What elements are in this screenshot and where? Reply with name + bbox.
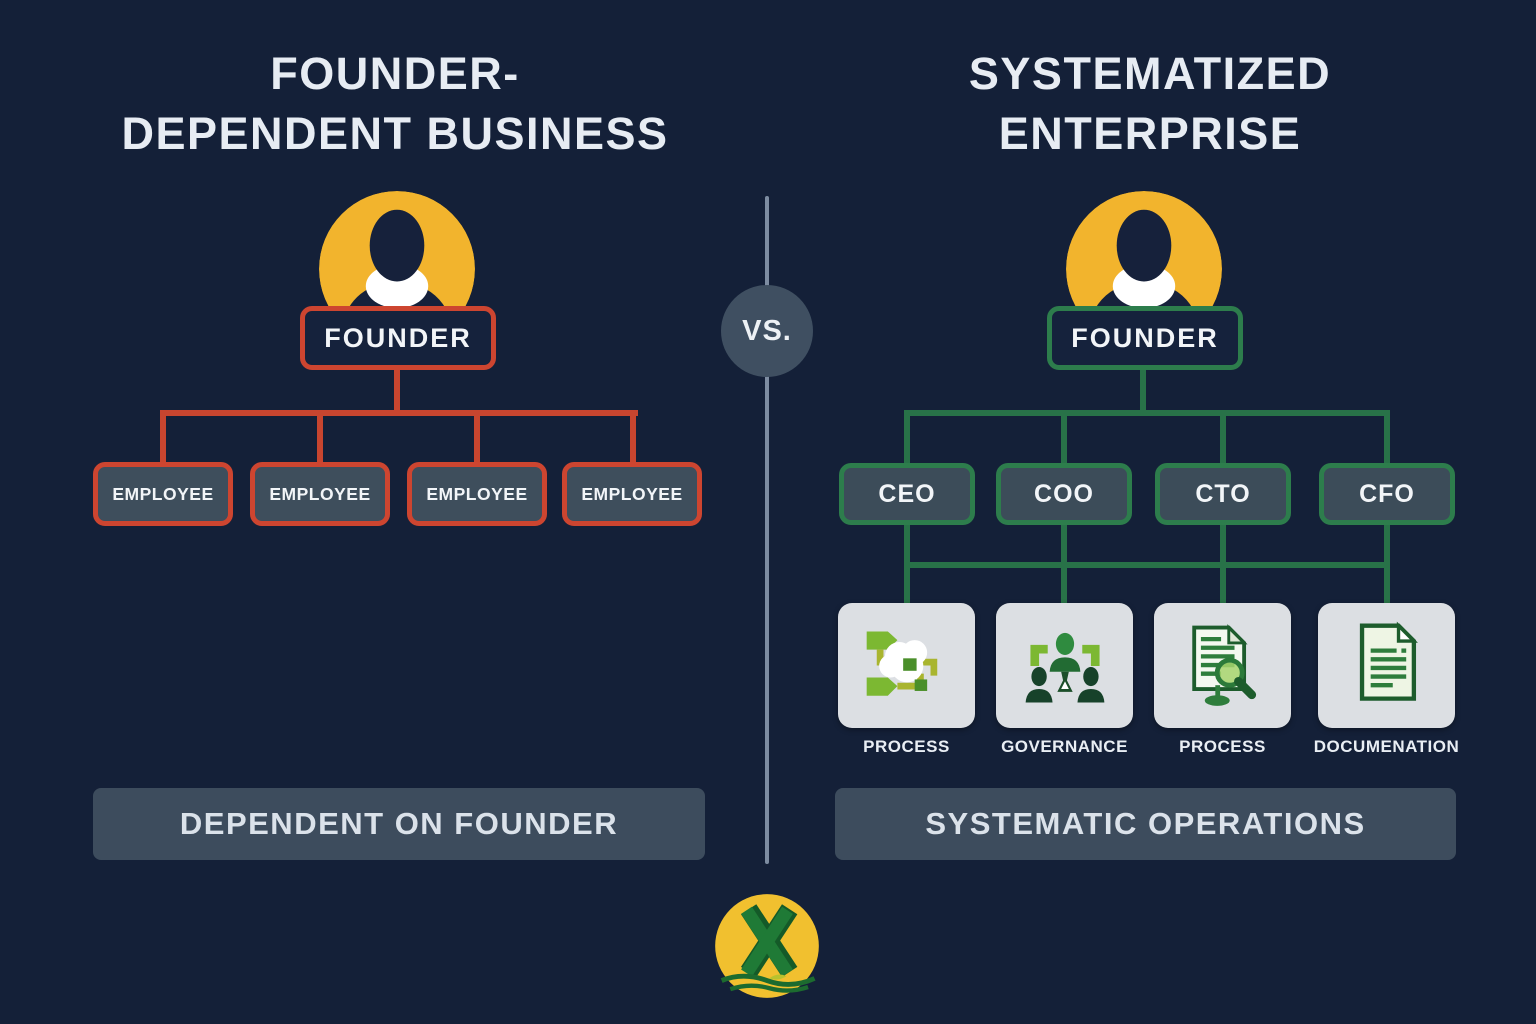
left-title-line1: FOUNDER- bbox=[270, 48, 520, 99]
vs-badge: VS. bbox=[721, 285, 813, 377]
connector-line bbox=[1061, 412, 1067, 466]
employee-node: EMPLOYEE bbox=[250, 462, 390, 526]
connector-line bbox=[160, 410, 638, 416]
employee-node: EMPLOYEE bbox=[562, 462, 702, 526]
tile-label-governance: GOVERNANCE bbox=[1001, 737, 1128, 756]
system-tile-process-audit bbox=[1154, 603, 1291, 728]
connector-line bbox=[904, 412, 910, 466]
connector-line bbox=[904, 410, 1390, 416]
document-magnifier-icon bbox=[1191, 623, 1256, 706]
employee-node: EMPLOYEE bbox=[407, 462, 547, 526]
connector-line bbox=[394, 368, 400, 416]
connector-line bbox=[630, 412, 636, 466]
right-title-line2: ENTERPRISE bbox=[998, 108, 1302, 159]
connector-line bbox=[160, 412, 166, 466]
document-icon bbox=[1359, 621, 1418, 701]
system-tile-governance bbox=[996, 603, 1133, 728]
exec-node-cto: CTO bbox=[1155, 463, 1291, 525]
left-summary-banner: DEPENDENT ON FOUNDER bbox=[93, 788, 705, 860]
brand-logo-icon bbox=[713, 892, 821, 1000]
tile-label-documentation: DOCUMENATION bbox=[1313, 737, 1460, 756]
connector-line bbox=[1140, 368, 1146, 416]
left-title-line2: DEPENDENT BUSINESS bbox=[121, 108, 669, 159]
exec-node-cfo: CFO bbox=[1319, 463, 1455, 525]
connector-line bbox=[1220, 412, 1226, 466]
governance-people-icon bbox=[1025, 632, 1104, 702]
right-title-line1: SYSTEMATIZED bbox=[968, 48, 1332, 99]
tile-label-process2: PROCESS bbox=[1179, 737, 1266, 756]
connector-line bbox=[1384, 412, 1390, 466]
connector-line bbox=[904, 562, 1390, 568]
connector-line bbox=[317, 412, 323, 466]
center-divider bbox=[765, 196, 769, 864]
system-tile-documentation bbox=[1318, 603, 1455, 728]
tile-label-process: PROCESS bbox=[863, 737, 950, 756]
connector-line bbox=[474, 412, 480, 466]
exec-node-coo: COO bbox=[996, 463, 1132, 525]
process-flow-icon bbox=[866, 630, 937, 696]
employee-node: EMPLOYEE bbox=[93, 462, 233, 526]
system-tile-process bbox=[838, 603, 975, 728]
left-column-title: FOUNDER- DEPENDENT BUSINESS bbox=[30, 44, 760, 164]
right-column-title: SYSTEMATIZED ENTERPRISE bbox=[790, 44, 1510, 164]
founder-node-right: FOUNDER bbox=[1047, 306, 1243, 370]
right-summary-banner: SYSTEMATIC OPERATIONS bbox=[835, 788, 1456, 860]
founder-node-left: FOUNDER bbox=[300, 306, 496, 370]
exec-node-ceo: CEO bbox=[839, 463, 975, 525]
